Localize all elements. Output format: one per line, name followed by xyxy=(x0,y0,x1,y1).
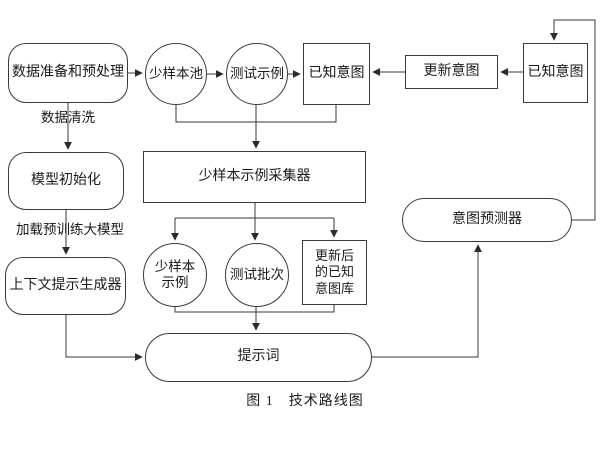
edge-contextgen-to-prompt xyxy=(65,315,143,361)
edge-label-load-pretrained-model: 加载预训练大模型 xyxy=(16,222,124,237)
edge-collector-split xyxy=(175,203,334,219)
node-data-preparation: 数据准备和预处理 xyxy=(8,43,128,103)
node-intent-predictor: 意图预测器 xyxy=(402,198,572,242)
edge-label-data-cleaning: 数据清洗 xyxy=(41,110,95,125)
edge-predictor-loop xyxy=(550,19,596,221)
node-prompt-words: 提示词 xyxy=(145,333,372,382)
edge-prompt-to-predictor xyxy=(372,244,482,358)
node-fewshot-example-collector: 少样本示例采集器 xyxy=(143,151,366,203)
node-fewshot-pool: 少样本池 xyxy=(145,43,207,105)
node-known-intent-right: 已知意图 xyxy=(523,43,588,103)
node-test-batch: 测试批次 xyxy=(225,243,289,307)
figure-caption: 图 1 技术路线图 xyxy=(246,394,364,409)
node-fewshot-example: 少样本 示例 xyxy=(143,243,207,307)
node-context-prompt-generator: 上下文提示生成器 xyxy=(5,257,126,315)
node-model-initialization: 模型初始化 xyxy=(8,152,124,210)
node-updated-known-intent-library: 更新后 的已知 意图库 xyxy=(302,240,367,305)
node-test-example: 测试示例 xyxy=(226,43,288,105)
node-update-intent: 更新意图 xyxy=(405,55,498,89)
edge-midrow-join xyxy=(174,305,335,313)
node-known-intent-middle: 已知意图 xyxy=(303,43,370,105)
